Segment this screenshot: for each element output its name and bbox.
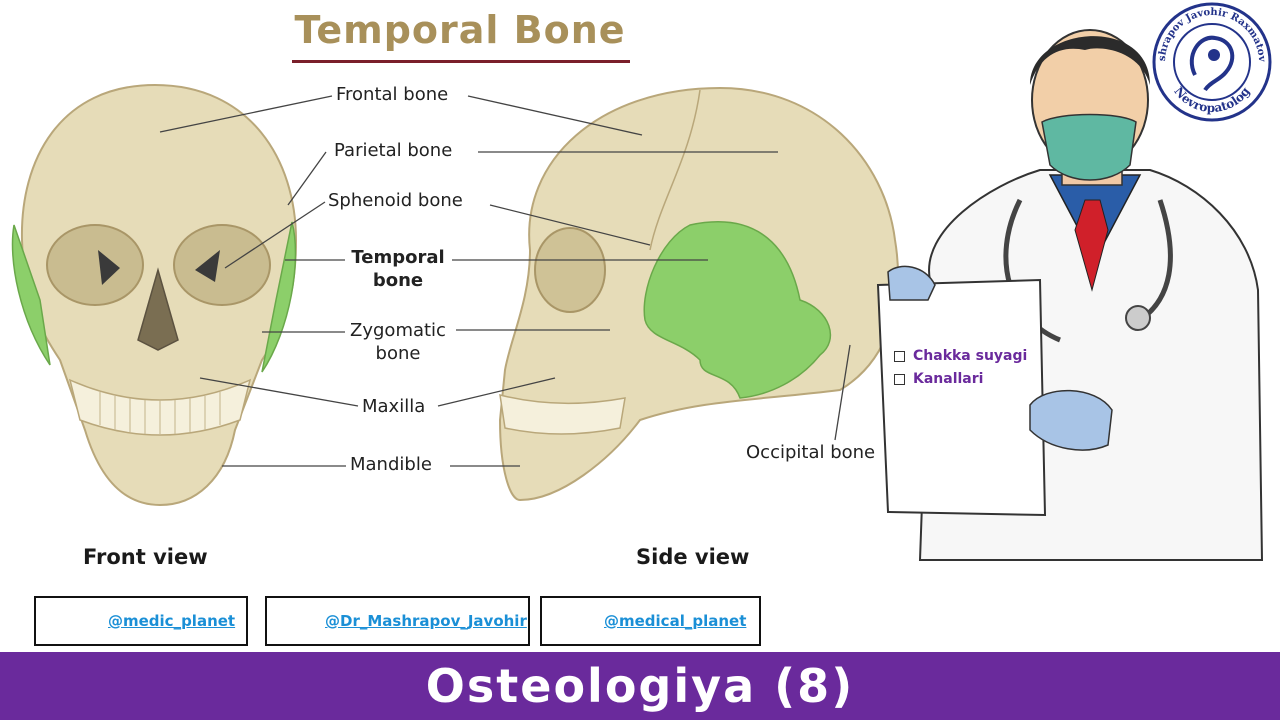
youtube-box[interactable]: @medic_planet	[34, 596, 248, 646]
stamp-top-text: Mashrapov Javohir Raxmatovich	[1147, 0, 1267, 63]
telegram-box[interactable]: @Dr_Mashrapov_Javohir	[265, 596, 530, 646]
telegram-link[interactable]: @Dr_Mashrapov_Javohir	[325, 612, 527, 630]
footer-banner: Osteologiya (8)	[0, 652, 1280, 720]
svg-text:Mashrapov Javohir Raxmatovich: Mashrapov Javohir Raxmatovich	[1147, 0, 1267, 63]
label-maxilla: Maxilla	[362, 396, 426, 417]
label-parietal-bone: Parietal bone	[334, 140, 453, 161]
label-zygomatic-bone-line2: bone	[375, 343, 421, 364]
clipboard-item-1-text: Chakka suyagi	[913, 348, 1028, 364]
footer-title: Osteologiya (8)	[425, 659, 855, 713]
doctor-illustration	[876, 29, 1264, 561]
stamp-text: Mashrapov Javohir Raxmatovich Nevropatol…	[1147, 0, 1267, 115]
clipboard-item-1: Chakka suyagi	[894, 348, 1027, 364]
stamp-bottom-text: Nevropatolog	[1171, 84, 1253, 115]
caption-side-view: Side view	[636, 545, 750, 569]
label-temporal-bone-line1: Temporal	[351, 247, 445, 268]
caption-front-view: Front view	[83, 545, 208, 569]
front-skull	[11, 83, 298, 507]
leader-lines	[159, 95, 851, 467]
youtube-link[interactable]: @medic_planet	[108, 612, 236, 630]
clipboard-item-2-text: Kanallari	[913, 371, 984, 387]
label-occipital-bone: Occipital bone	[746, 442, 876, 463]
side-skull	[498, 86, 899, 502]
label-frontal-bone: Frontal bone	[336, 84, 449, 105]
instagram-link[interactable]: @medical_planet	[604, 612, 747, 630]
label-zygomatic-bone-line1: Zygomatic	[350, 320, 446, 341]
title-underline	[292, 60, 630, 63]
label-mandible: Mandible	[350, 454, 432, 475]
checkbox-icon	[894, 350, 905, 362]
clipboard-item-2: Kanallari	[894, 371, 983, 387]
instagram-box[interactable]: @medical_planet	[540, 596, 761, 646]
label-temporal-bone-line2: bone	[372, 270, 424, 291]
checkbox-icon	[894, 373, 905, 385]
svg-text:Nevropatolog: Nevropatolog	[1171, 84, 1253, 115]
label-sphenoid-bone: Sphenoid bone	[328, 190, 463, 211]
page-title: Temporal Bone	[294, 8, 626, 52]
nevropatolog-stamp	[1152, 2, 1272, 122]
